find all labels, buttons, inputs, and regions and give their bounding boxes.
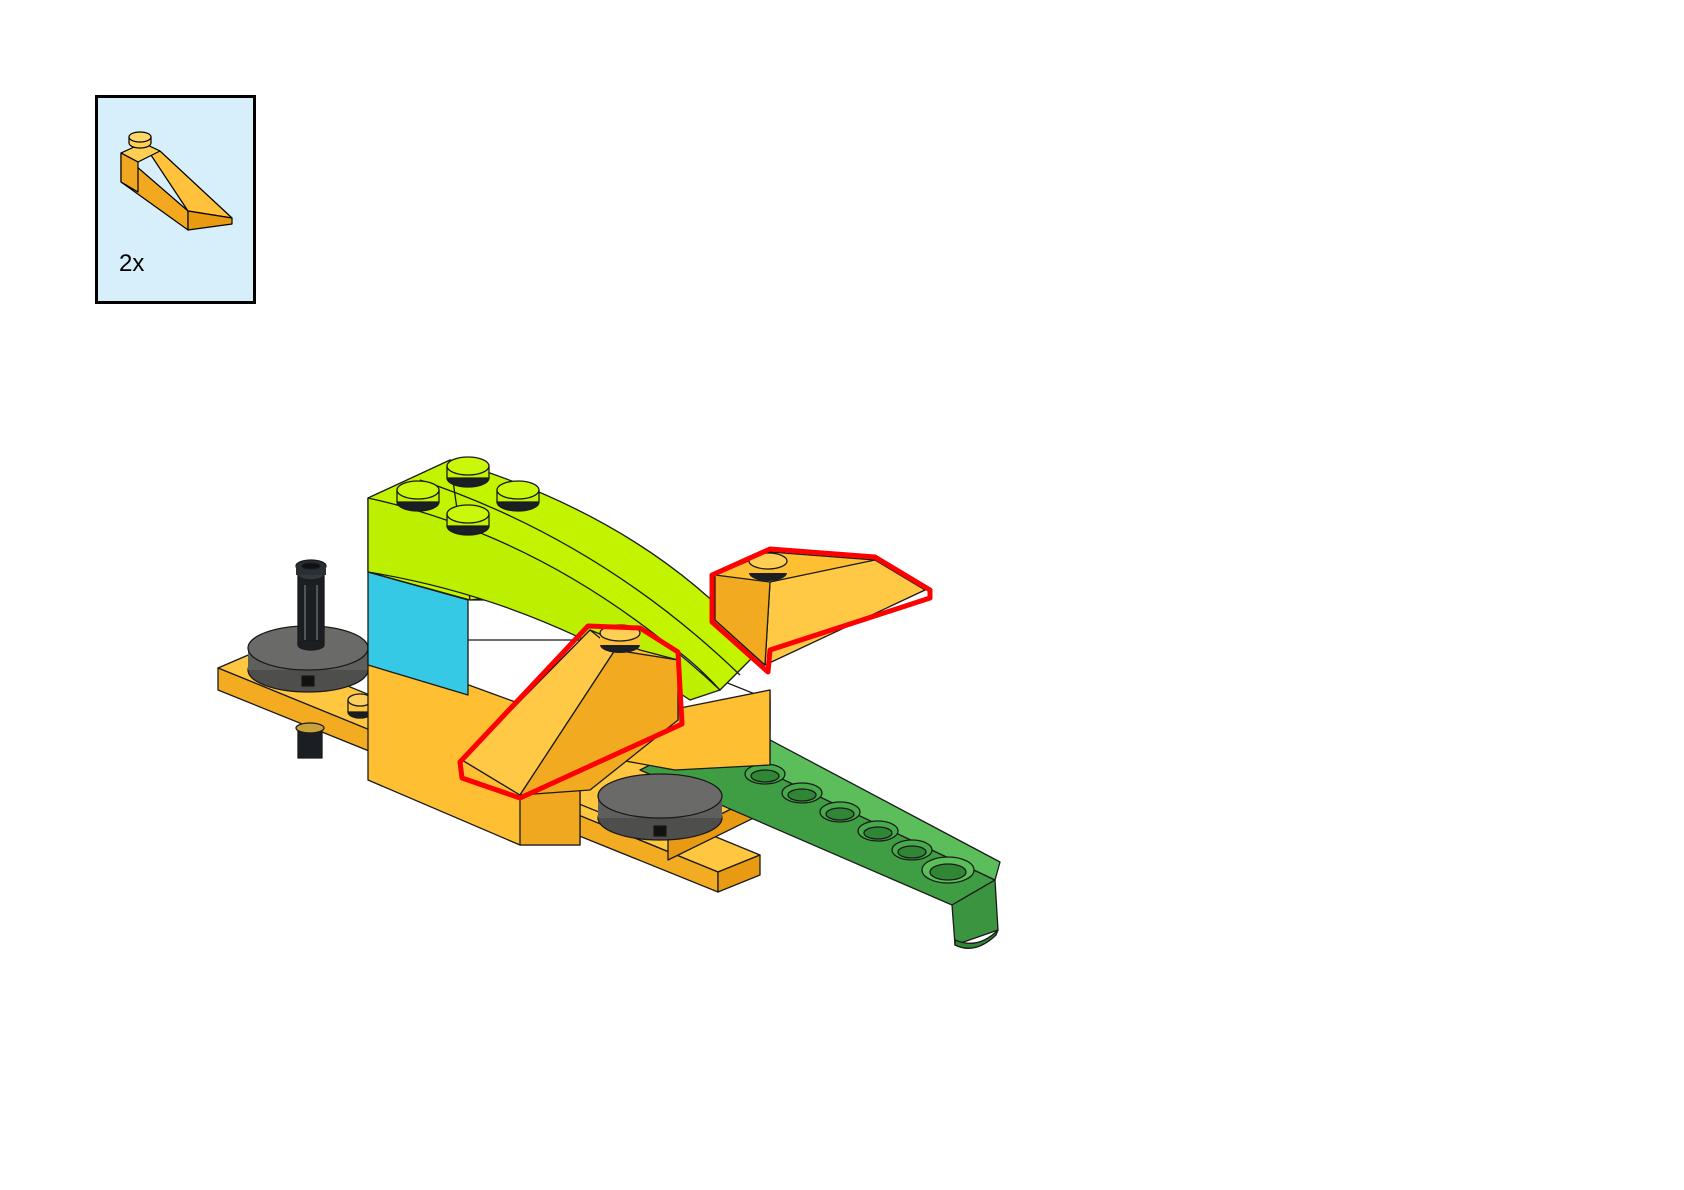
part-quantity-label: 2x (119, 250, 145, 277)
parts-callout: 2x (95, 95, 256, 304)
orange-slope-brick-1x3-icon (120, 131, 233, 231)
